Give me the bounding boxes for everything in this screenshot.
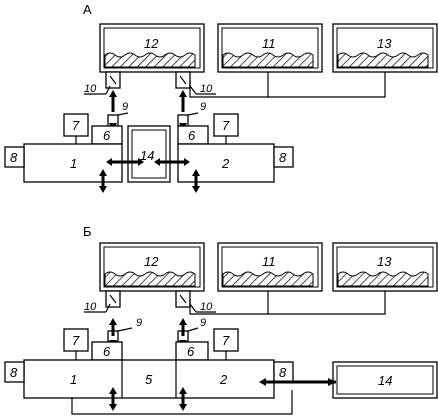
section-a: А 12 11 13 10 10 [4,2,438,193]
label-9-right-a: 9 [200,101,206,113]
label-8-right-a: 8 [279,150,287,165]
section-b-title: Б [83,224,92,239]
label-10-right-b: 10 [200,301,213,313]
label-9-left-b: 9 [136,317,142,329]
unit-14-a [127,125,171,183]
unit-1-a-label: 1 [70,156,77,171]
label-8-left-a: 8 [10,150,18,165]
tank-12-b-label: 12 [144,254,159,269]
box-8-left-a [4,146,25,168]
label-7-right-b: 7 [222,333,230,348]
tank-13-b: 13 [332,242,438,292]
tank-13-a-label: 13 [377,36,392,51]
label-8-left-b: 8 [10,365,18,380]
label-7-left-b: 7 [72,333,80,348]
unit-1-b-label: 1 [70,372,77,387]
section-b: Б 12 11 13 10 10 [4,224,438,415]
box-8-left-b [4,361,25,383]
tank-13-b-label: 13 [377,254,392,269]
label-10-left-a: 10 [84,83,97,95]
box-8-right-a [273,146,294,168]
tank-12-b: 12 [99,242,205,292]
unit-14-a-label: 14 [140,148,154,163]
unit-14-b-label: 14 [378,373,392,388]
tank-13-a: 13 [332,23,438,73]
label-6-left-a: 6 [103,128,111,143]
tank-11-a: 11 [217,23,323,73]
label-7-left-a: 7 [72,118,80,133]
unit-2-a-label: 2 [221,156,230,171]
label-7-right-a: 7 [222,118,230,133]
label-10-left-b: 10 [84,301,97,313]
label-6-right-b: 6 [187,344,195,359]
tank-11-b: 11 [217,242,323,292]
label-9-right-b: 9 [200,317,206,329]
tank-11-a-label: 11 [262,36,276,51]
unit-2-b-label: 2 [219,372,228,387]
tank-12-a: 12 [99,23,205,73]
label-8-right-b: 8 [279,365,287,380]
unit-14-b [332,361,438,399]
section-a-title: А [83,2,92,17]
tank-11-b-label: 11 [262,254,276,269]
label-10-right-a: 10 [200,83,213,95]
unit-5-b-label: 5 [145,372,153,387]
label-6-left-b: 6 [103,344,111,359]
label-9-left-a: 9 [122,101,128,113]
tank-12-a-label: 12 [144,36,159,51]
label-6-right-a: 6 [188,128,196,143]
